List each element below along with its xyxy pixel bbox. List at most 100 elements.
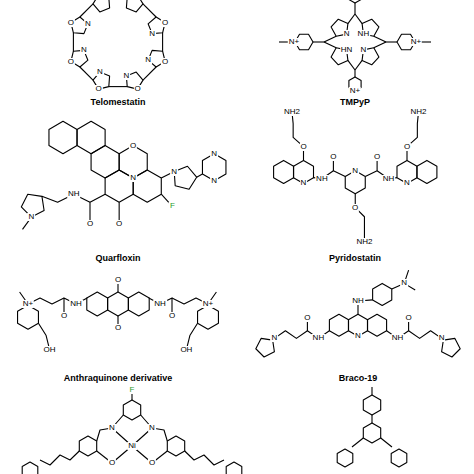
six-ring — [123, 400, 140, 420]
six-ring — [87, 292, 108, 316]
atom-label: NH — [351, 297, 365, 305]
bond-line — [185, 451, 224, 465]
atom-label: NH — [391, 334, 405, 342]
atom-label: F — [169, 202, 176, 210]
bond-line — [80, 67, 93, 80]
bond-line — [354, 3, 355, 14]
six-ring — [128, 292, 149, 316]
atom-label: O — [94, 85, 102, 93]
atom-label: N — [343, 30, 351, 38]
six-ring — [274, 160, 294, 183]
six-ring — [391, 449, 407, 467]
compound-name: Telomestatin — [90, 98, 147, 107]
atom-label: N — [123, 72, 131, 80]
six-ring — [373, 283, 392, 305]
compound-name: Quarfloxin — [94, 254, 141, 263]
bond-line — [109, 86, 127, 87]
bond-line — [374, 42, 386, 48]
atom-label: O — [329, 153, 337, 161]
bond-line — [313, 41, 324, 42]
atom-label: NH — [153, 300, 167, 308]
six-ring — [91, 146, 119, 178]
six-ring — [77, 121, 105, 153]
atom-label: N — [351, 167, 359, 175]
atom-label: O — [373, 153, 381, 161]
atom-label: N — [438, 334, 446, 342]
six-ring — [18, 305, 39, 329]
six-ring — [363, 423, 380, 443]
atom-label: O — [148, 459, 156, 467]
atom-label: O — [299, 143, 307, 151]
atom-label: N — [84, 20, 92, 28]
five-ring — [93, 0, 110, 12]
compound-name: Pyridostatin — [328, 254, 382, 263]
bond-line — [371, 415, 372, 423]
bond-line — [97, 415, 124, 441]
six-ring — [167, 436, 184, 456]
atom-label: O — [67, 58, 75, 66]
atom-label: N — [210, 150, 218, 158]
atom-label: O — [114, 276, 122, 284]
atom-label: N — [403, 179, 411, 187]
six-ring — [349, 0, 361, 3]
six-ring — [49, 121, 77, 153]
six-ring — [133, 170, 161, 202]
bond-line — [40, 451, 79, 465]
bond-line — [407, 112, 419, 160]
atom-label: O — [67, 19, 75, 27]
atom-label: N — [148, 30, 156, 38]
atom-label: N+ — [349, 87, 361, 95]
atom-label: NH — [69, 300, 83, 308]
bond-line — [409, 331, 442, 339]
atom-label: N — [148, 424, 156, 432]
bond-line — [374, 36, 386, 42]
atom-label: O — [303, 314, 311, 322]
atom-label: N — [360, 46, 368, 54]
six-ring — [363, 395, 380, 415]
molecule-skeleton — [274, 112, 437, 242]
six-ring — [108, 292, 129, 316]
bond-line — [355, 14, 362, 24]
atom-label: O — [60, 312, 68, 320]
atom-label: NH — [312, 334, 326, 342]
atom-label: OH — [43, 346, 57, 354]
bond-line — [141, 415, 168, 441]
atom-label: O — [168, 312, 176, 320]
bond-line — [371, 387, 372, 395]
six-ring — [337, 449, 353, 467]
atom-label: N — [300, 179, 308, 187]
six-ring — [417, 160, 437, 183]
atom-label: O — [161, 19, 169, 27]
atom-label: O — [133, 85, 141, 93]
bond-line — [354, 70, 355, 77]
atom-label: O — [86, 220, 94, 228]
atom-label: N — [108, 424, 116, 432]
bond-line — [348, 60, 355, 70]
bond-line — [80, 4, 93, 17]
atom-label: N — [400, 279, 408, 287]
six-ring — [79, 436, 96, 456]
bond-line — [355, 194, 364, 242]
atom-label: N — [210, 177, 218, 185]
bond-line — [143, 67, 156, 80]
atom-label: N — [354, 332, 362, 340]
bond-line — [162, 33, 163, 51]
atom-label: O — [129, 142, 137, 150]
atom-label: HN — [340, 46, 354, 54]
atom-label: NH2 — [283, 108, 301, 116]
atom-label: NH — [382, 175, 396, 183]
five-ring — [126, 0, 143, 12]
atom-label: N — [80, 46, 88, 54]
atom-label: NH2 — [409, 108, 427, 116]
bond-line — [386, 41, 397, 42]
atom-label: F — [129, 386, 136, 394]
atom-label: N — [170, 168, 178, 176]
atom-label: N+ — [202, 300, 214, 308]
bond-line — [324, 36, 336, 42]
six-ring — [329, 314, 348, 336]
six-ring — [226, 462, 242, 474]
six-ring — [367, 314, 386, 336]
molecule-skeleton — [18, 280, 219, 350]
compound-name: Braco-19 — [338, 374, 379, 383]
